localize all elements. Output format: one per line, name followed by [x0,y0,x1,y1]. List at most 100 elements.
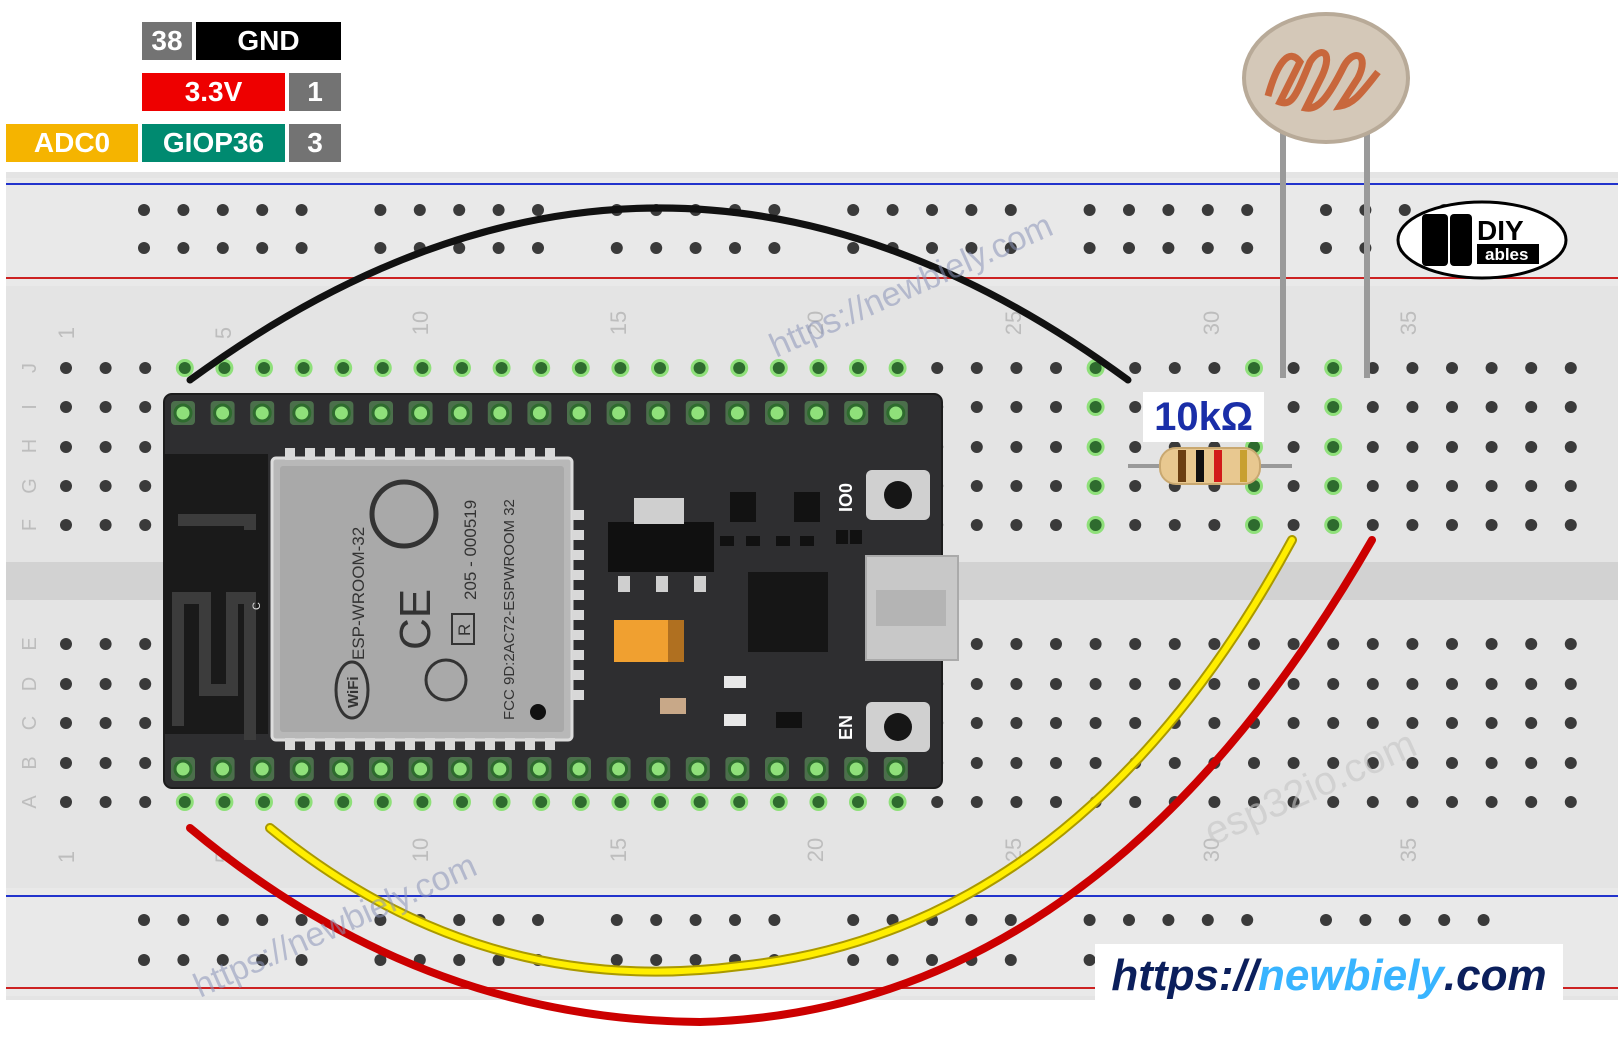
breadboard-hole [926,242,938,254]
usb-connector-inner [876,590,946,626]
breadboard-hole [139,480,152,492]
breadboard-hole [733,796,746,808]
header-pin [727,403,747,423]
breadboard-hole [99,678,112,690]
header-pin [767,403,787,423]
breadboard-hole [1129,717,1142,729]
breadboard-hole [1366,717,1379,729]
breadboard-hole [492,242,505,254]
logo-mark [1450,214,1472,266]
breadboard-hole [1564,362,1577,374]
breadboard-hole [1287,519,1300,531]
breadboard-hole [453,242,466,254]
module-dot [530,704,546,720]
breadboard-hole [139,717,152,729]
breadboard-hole [99,717,112,729]
resistor-label: 10kΩ [1143,392,1264,442]
breadboard-hole [1083,242,1096,254]
breadboard-hole [60,401,72,413]
wroom-pad [285,448,295,460]
breadboard-hole [1089,519,1102,531]
breadboard-hole [1050,401,1062,413]
smd-part [746,536,760,546]
io0-label: IO0 [836,483,856,512]
breadboard-hole [1089,480,1102,492]
breadboard-hole [60,796,72,808]
smd-part [660,698,686,714]
breadboard-hole [1129,796,1142,808]
breadboard-hole [374,954,387,966]
breadboard-hole [772,796,785,808]
en-label: EN [836,715,856,740]
breadboard-hole [768,204,781,216]
breadboard-hole [218,362,231,374]
wroom-pad [572,550,584,560]
header-pin [173,759,193,779]
breadboard-hole [297,362,310,374]
breadboard-hole [852,796,864,808]
breadboard-hole [1168,678,1181,690]
breadboard-hole [1366,480,1379,492]
breadboard-hole [258,796,270,808]
breadboard-hole [99,362,112,374]
wroom-pad [545,448,555,460]
breadboard-hole [177,242,190,254]
breadboard-hole [886,954,899,966]
pin-signal-3v3: 3.3V [142,73,285,111]
breadboard-hole [139,441,152,453]
smd-part [724,714,746,726]
wroom-pad [525,448,535,460]
breadboard-hole [1050,519,1062,531]
breadboard-hole [177,914,190,926]
breadboard-hole [1010,757,1023,769]
en-button-cap [884,713,912,741]
footer-url[interactable]: https://newbiely.com [1095,944,1563,1008]
header-pin [292,759,312,779]
header-pin [727,759,747,779]
wroom-pad [572,690,584,700]
logo-top-text: DIY [1477,215,1524,246]
breadboard-hole [413,204,426,216]
breadboard-hole [1485,480,1498,492]
breadboard-hole [256,914,269,926]
breadboard-hole [1208,638,1221,650]
breadboard-hole [1525,717,1538,729]
breadboard-hole [1446,757,1458,769]
row-letter-d: D [19,677,41,691]
wroom-pad [572,510,584,520]
breadboard-hole [453,954,466,966]
breadboard-hole [1004,954,1017,966]
esp32-header-pins [171,401,908,781]
breadboard-hole [1241,242,1254,254]
breadboard-hole [1010,796,1023,808]
wroom-pad [572,670,584,680]
breadboard-hole [1129,480,1142,492]
header-pin [490,759,510,779]
wroom-pad [572,590,584,600]
breadboard-hole [1327,796,1340,808]
resistor-band [1178,450,1186,482]
breadboard-hole [1438,914,1451,926]
breadboard-hole [891,796,904,808]
breadboard-hole [1162,204,1175,216]
power-rail-top [6,178,1618,286]
breadboard-hole [772,362,785,374]
breadboard-hole [1359,914,1372,926]
breadboard-hole [1525,480,1538,492]
col-number-30-bottom: 30 [1199,838,1224,862]
regulator-pin [656,576,668,592]
breadboard-hole [1564,717,1577,729]
breadboard-hole [1083,914,1096,926]
breadboard-hole [1406,480,1419,492]
row-letter-a: A [19,795,41,809]
breadboard-hole [970,362,983,374]
wroom-pads-right [572,510,584,700]
breadboard-hole [1168,362,1181,374]
breadboard-hole [1010,717,1023,729]
breadboard-hole [970,678,983,690]
breadboard-hole [1366,519,1379,531]
wroom-pad [405,448,415,460]
wroom-pad [505,738,515,750]
logo-bottom-text: ables [1485,245,1528,264]
breadboard-hole [1248,757,1260,769]
